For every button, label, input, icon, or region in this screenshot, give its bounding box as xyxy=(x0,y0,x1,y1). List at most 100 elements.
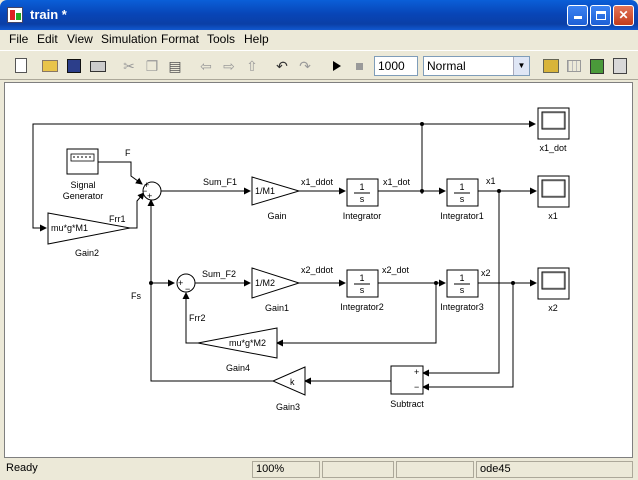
integrator3-label: Integrator3 xyxy=(440,302,484,312)
window-title: train * xyxy=(30,7,67,22)
save-icon[interactable] xyxy=(67,59,81,73)
model-explorer-icon[interactable] xyxy=(613,58,627,74)
scope-x1-dot[interactable]: x1_dot xyxy=(537,107,570,153)
scope-x2[interactable]: x2 xyxy=(537,267,570,313)
gain2-label: Gain2 xyxy=(75,248,99,258)
subtract-label: Subtract xyxy=(390,399,424,409)
svg-text:s: s xyxy=(460,194,465,204)
line-Frr1 xyxy=(130,192,145,229)
status-solver: ode45 xyxy=(476,461,633,478)
menu-edit[interactable]: Edit xyxy=(37,32,58,46)
line-x2-to-subtract xyxy=(422,283,514,391)
up-arrow-icon[interactable]: ⇧ xyxy=(246,58,258,74)
back-arrow-icon[interactable]: ⇦ xyxy=(200,58,212,74)
svg-text:s: s xyxy=(360,194,365,204)
line-x2dot-to-gain4 xyxy=(276,283,437,347)
gain4-value: mu*g*M2 xyxy=(229,338,266,348)
integrator2-block[interactable]: 1 s Integrator2 xyxy=(340,269,384,312)
signal-label-Frr1: Frr1 xyxy=(109,214,126,224)
menu-help[interactable]: Help xyxy=(244,32,269,46)
simulink-model-icon[interactable] xyxy=(7,7,23,23)
menu-format[interactable]: Format xyxy=(161,32,200,46)
redo-icon[interactable]: ↷ xyxy=(299,58,311,74)
signal-label-x2_dot: x2_dot xyxy=(382,265,410,275)
integrator1-label: Integrator1 xyxy=(440,211,484,221)
maximize-button[interactable] xyxy=(590,5,611,26)
stop-simulation-icon[interactable] xyxy=(356,63,363,70)
subtract-block[interactable]: +− Subtract xyxy=(390,365,424,409)
signal-generator-label-line2: Generator xyxy=(63,191,104,201)
scope-x1[interactable]: x1 xyxy=(537,175,570,221)
integrator1-block[interactable]: 1 s Integrator1 xyxy=(440,178,484,221)
signal-label-Sum_F2: Sum_F2 xyxy=(202,269,236,279)
simulation-mode-select[interactable]: Normal ▼ xyxy=(423,56,530,76)
sum-block-1[interactable]: ++− xyxy=(142,180,162,201)
svg-text:−: − xyxy=(414,382,419,392)
start-simulation-icon[interactable] xyxy=(333,61,341,71)
gain3-block[interactable]: k Gain3 xyxy=(271,366,306,412)
paste-icon[interactable]: ▤ xyxy=(168,58,182,74)
line-x1-to-subtract xyxy=(422,191,500,377)
gain-label: Gain xyxy=(267,211,286,221)
gain1-label: Gain1 xyxy=(265,303,289,313)
menu-file[interactable]: File xyxy=(9,32,29,46)
scope-x1-label: x1 xyxy=(548,211,558,221)
svg-text:+: + xyxy=(147,191,152,201)
signal-generator-block[interactable]: Signal Generator xyxy=(63,148,104,201)
status-bar: Ready 100% ode45 xyxy=(0,459,638,480)
toggle-grid-icon[interactable] xyxy=(567,60,581,72)
gain-block[interactable]: 1/M1 Gain xyxy=(251,176,301,221)
undo-icon[interactable]: ↶ xyxy=(276,58,288,74)
signal-label-x1_ddot: x1_ddot xyxy=(301,177,334,187)
toolbar: ✂ ❐ ▤ ⇦ ⇨ ⇧ ↶ ↷ Normal ▼ xyxy=(0,50,638,80)
gain4-block[interactable]: mu*g*M2 Gain4 xyxy=(197,327,278,373)
status-panel-empty-2 xyxy=(396,461,474,478)
menu-simulation[interactable]: Simulation xyxy=(101,32,158,46)
menu-tools[interactable]: Tools xyxy=(207,32,236,46)
update-diagram-icon[interactable] xyxy=(590,59,604,74)
svg-text:1: 1 xyxy=(359,273,364,283)
signal-label-x1_dot: x1_dot xyxy=(383,177,411,187)
signal-label-Frr2: Frr2 xyxy=(189,313,206,323)
gain3-value: k xyxy=(290,377,295,387)
copy-icon[interactable]: ❐ xyxy=(145,58,159,74)
signal-label-Fs: Fs xyxy=(131,291,141,301)
minimize-button[interactable] xyxy=(567,5,588,26)
chevron-down-icon[interactable]: ▼ xyxy=(513,57,529,75)
cut-icon[interactable]: ✂ xyxy=(123,58,135,74)
line-Frr2 xyxy=(182,292,198,344)
signal-label-Sum_F1: Sum_F1 xyxy=(203,177,237,187)
integrator-block[interactable]: 1 s Integrator xyxy=(343,178,382,221)
gain2-value: mu*g*M1 xyxy=(51,223,88,233)
stop-time-input[interactable] xyxy=(374,56,418,76)
signal-generator-label-line1: Signal xyxy=(70,180,95,190)
svg-text:1: 1 xyxy=(359,182,364,192)
svg-text:s: s xyxy=(460,285,465,295)
new-model-icon[interactable] xyxy=(15,58,27,73)
signal-label-x2: x2 xyxy=(481,268,491,278)
forward-arrow-icon[interactable]: ⇨ xyxy=(223,58,235,74)
menu-view[interactable]: View xyxy=(67,32,93,46)
minimize-icon xyxy=(573,16,582,19)
title-bar[interactable]: train * ✕ xyxy=(0,0,638,30)
library-browser-icon[interactable] xyxy=(543,59,559,73)
close-icon: ✕ xyxy=(618,8,629,22)
svg-text:1: 1 xyxy=(459,273,464,283)
close-button[interactable]: ✕ xyxy=(613,5,634,26)
integrator3-block[interactable]: 1 s Integrator3 xyxy=(440,269,484,312)
svg-text:−: − xyxy=(142,186,147,196)
print-icon[interactable] xyxy=(90,61,106,72)
gain2-block[interactable]: mu*g*M1 Gain2 xyxy=(47,212,131,258)
signal-label-F: F xyxy=(125,148,131,158)
svg-text:s: s xyxy=(360,285,365,295)
line-frr1-feedback xyxy=(32,123,423,232)
line-F xyxy=(98,161,143,185)
open-folder-icon[interactable] xyxy=(42,60,58,72)
model-canvas[interactable]: Signal Generator ++− +− 1/M1 Gain 1/M2 G… xyxy=(4,82,633,458)
gain1-value: 1/M2 xyxy=(255,278,275,288)
sum-block-2[interactable]: +− xyxy=(176,273,196,294)
svg-text:−: − xyxy=(185,284,190,294)
gain3-label: Gain3 xyxy=(276,402,300,412)
simulation-mode-value: Normal xyxy=(427,59,466,73)
gain1-block[interactable]: 1/M2 Gain1 xyxy=(251,267,301,313)
